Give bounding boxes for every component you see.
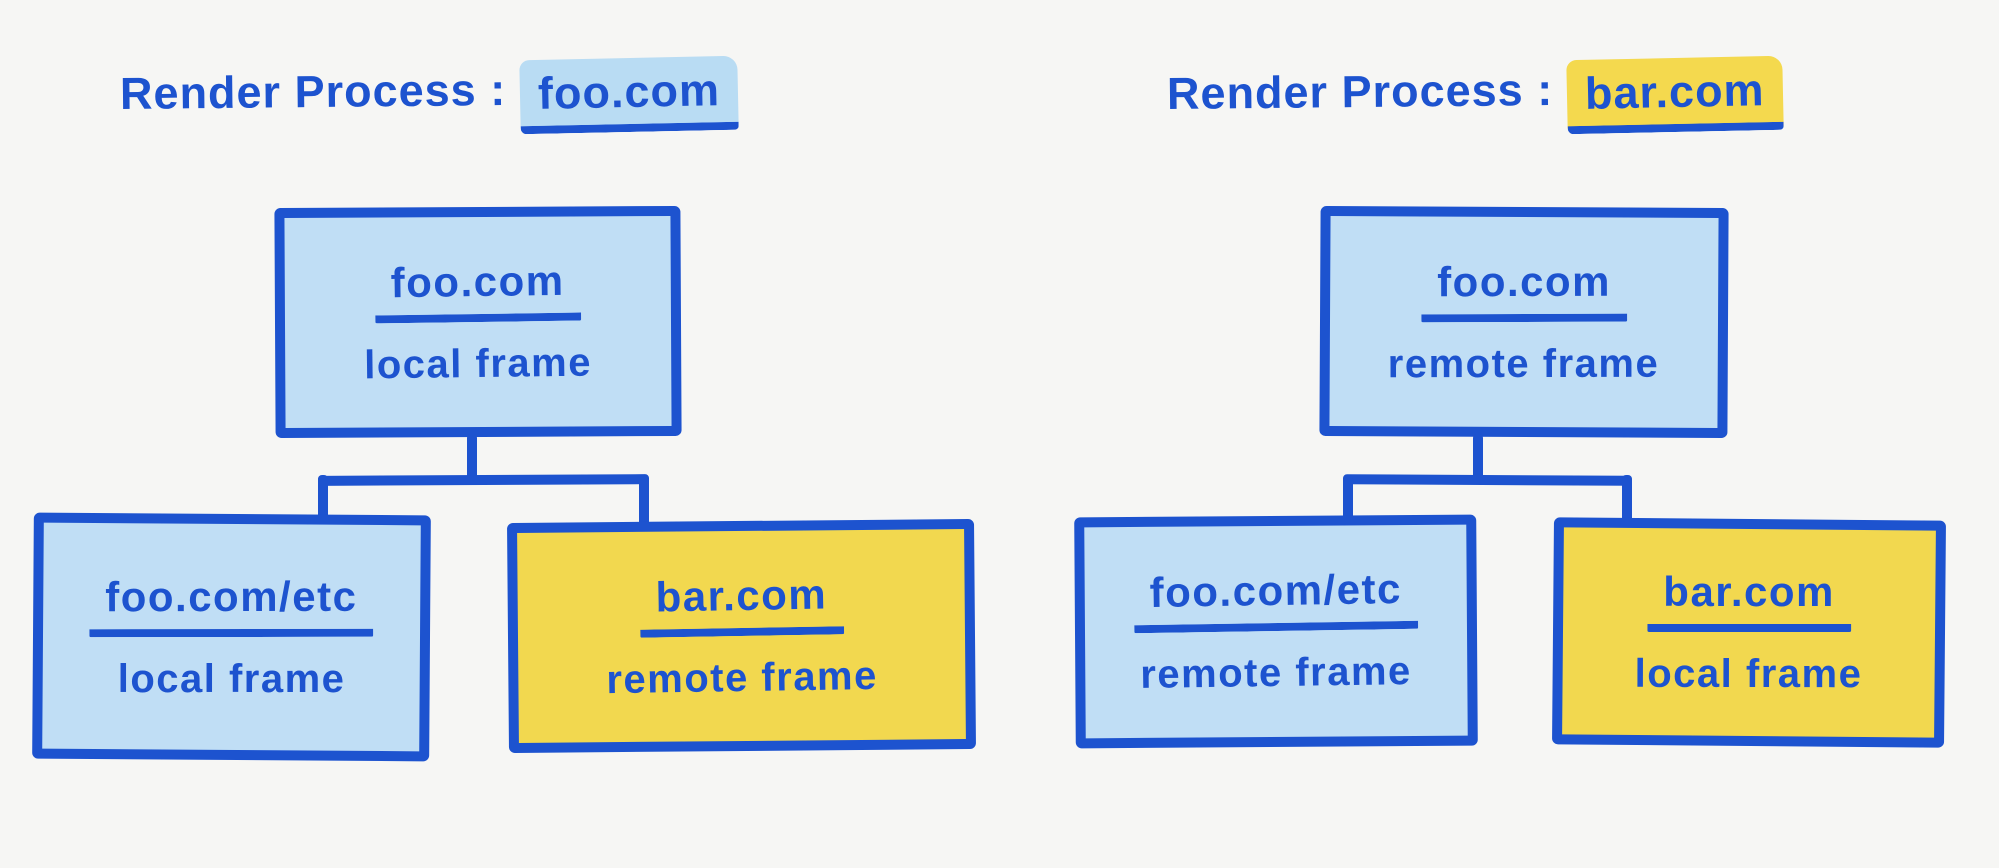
frame-type: remote frame — [1140, 649, 1413, 697]
process-title-prefix: Render Process : — [119, 63, 507, 120]
frame-domain: foo.com — [1421, 257, 1628, 322]
child-frame-box-local: foo.com/etc local frame — [32, 512, 431, 762]
child-frame-box-local: bar.com local frame — [1552, 517, 1946, 748]
frame-domain: bar.com — [638, 569, 844, 638]
process-title: Render Process : foo.com — [119, 55, 739, 135]
process-title-domain-highlight: foo.com — [519, 55, 739, 135]
connector-horizontal — [317, 474, 650, 486]
frame-domain: foo.com — [374, 256, 582, 323]
connector-horizontal — [1342, 474, 1633, 486]
frame-domain: foo.com/etc — [89, 572, 374, 637]
connector-drop-right — [639, 475, 649, 529]
frame-type: remote frame — [605, 653, 878, 702]
connector-root-stub — [1473, 434, 1483, 484]
frame-type: local frame — [117, 656, 346, 701]
render-process-panel-foo: Render Process : foo.com foo.com local f… — [32, 55, 976, 762]
root-frame-box: foo.com remote frame — [1319, 205, 1729, 439]
process-title-prefix: Render Process : — [1166, 63, 1554, 120]
render-process-panel-bar: Render Process : bar.com foo.com remote … — [999, 0, 1999, 868]
root-frame-box: foo.com local frame — [274, 205, 682, 439]
connector-drop-right — [1622, 475, 1632, 527]
process-title: Render Process : bar.com — [1166, 55, 1784, 135]
child-frame-box-remote: bar.com remote frame — [507, 518, 976, 754]
frame-domain: bar.com — [1647, 568, 1852, 633]
frame-domain: foo.com/etc — [1133, 564, 1419, 634]
connector-root-stub — [467, 434, 477, 484]
connector-drop-left — [1343, 475, 1353, 523]
frame-type: local frame — [364, 340, 593, 387]
process-title-domain-highlight: bar.com — [1566, 55, 1784, 135]
frame-type: remote frame — [1388, 341, 1660, 386]
connector-drop-left — [318, 475, 328, 521]
child-frame-box-remote: foo.com/etc remote frame — [1074, 514, 1478, 749]
frame-type: local frame — [1634, 651, 1863, 697]
